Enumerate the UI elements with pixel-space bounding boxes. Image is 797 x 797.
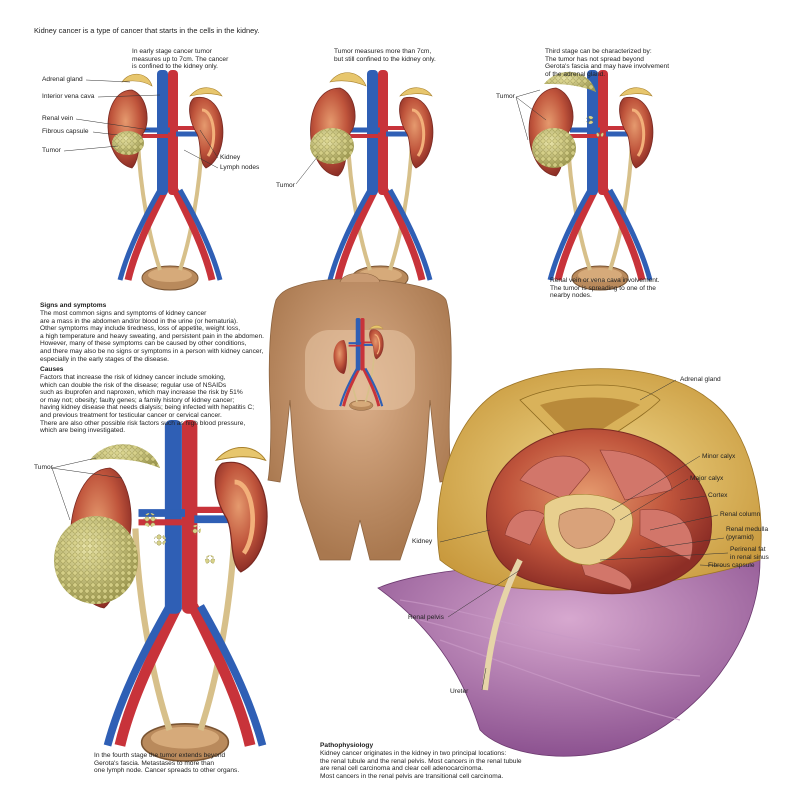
causes-title: Causes <box>40 366 64 373</box>
intro-text: Kidney cancer is a type of cancer that s… <box>34 26 260 35</box>
label-cortex: Cortex <box>708 492 728 499</box>
stage2-diagram <box>295 70 433 290</box>
label-ureter: Ureter <box>450 688 469 695</box>
label-renal-column: Renal column <box>720 511 761 518</box>
label-lymph-nodes: Lymph nodes <box>220 164 260 171</box>
label-major-calyx: Major calyx <box>690 475 724 482</box>
stage3-caption: Third stage can be characterized by: The… <box>545 48 670 78</box>
label-tumor-stage1: Tumor <box>42 147 61 154</box>
kidney-cross-section <box>377 368 762 757</box>
stage1-diagram <box>63 70 223 290</box>
label-inferior-vena-cava: Interior vena cava <box>42 93 95 100</box>
signs-title: Signs and symptoms <box>40 302 107 309</box>
label-tumor-stage4: Tumor <box>34 464 53 471</box>
label-renal-medulla: Renal medulla (pyramid) <box>726 526 769 541</box>
label-cs-kidney: Kidney <box>412 538 433 545</box>
label-tumor-stage3: Tumor <box>496 93 515 100</box>
label-kidney: Kidney <box>220 154 241 161</box>
label-cs-adrenal-gland: Adrenal gland <box>680 376 721 383</box>
stage2-caption: Tumor measures more than 7cm, but still … <box>334 48 436 63</box>
label-renal-vein: Renal vein <box>42 115 74 122</box>
stage3-bottom-caption: Renal vein or vena cava involvement. The… <box>550 277 660 300</box>
causes-body: Factors that increase the risk of kidney… <box>40 374 255 435</box>
stage4-diagram <box>51 420 267 761</box>
label-perirenal-fat: Perirenal fat in renal sinus <box>730 546 769 561</box>
stage3-diagram <box>515 70 653 290</box>
signs-body: The most common signs and symptoms of ki… <box>40 310 264 363</box>
label-renal-pelvis: Renal pelvis <box>408 614 444 621</box>
label-tumor-stage2: Tumor <box>276 182 295 189</box>
pathophysiology-body: Kidney cancer originates in the kidney i… <box>320 750 522 780</box>
stage1-caption: In early stage cancer tumor measures up … <box>132 48 229 71</box>
pathophysiology-title: Pathophysiology <box>320 742 374 749</box>
label-adrenal-gland: Adrenal gland <box>42 76 83 83</box>
body-figure <box>267 272 453 561</box>
label-fibrous-capsule: Fibrous capsule <box>42 128 89 135</box>
label-cs-fibrous-capsule: Fibrous capsule <box>708 562 755 569</box>
label-minor-calyx: Minor calyx <box>702 453 736 460</box>
stage4-caption: In the fourth stage the tumor extends be… <box>94 752 240 775</box>
